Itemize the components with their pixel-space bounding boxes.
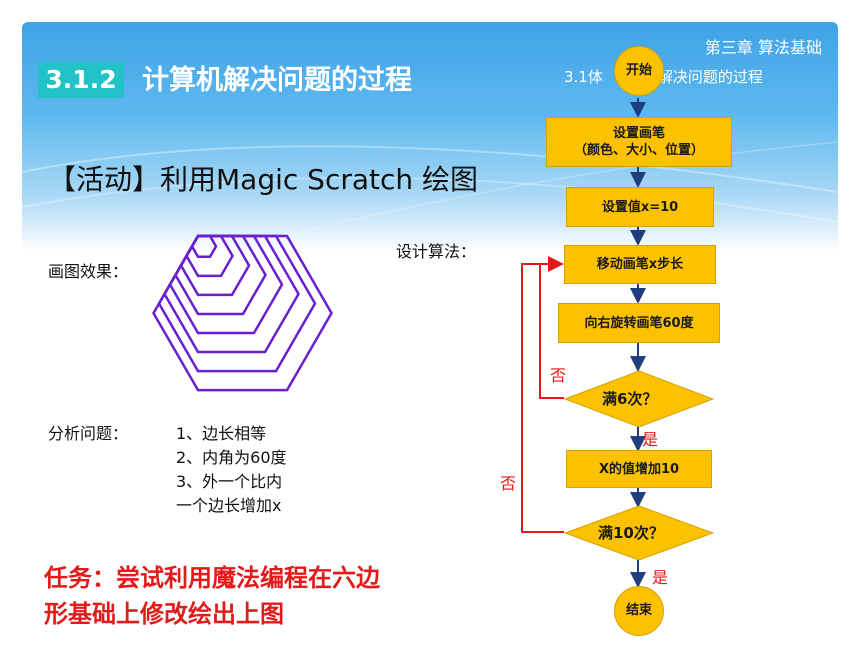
- section-number-badge: 3.1.2: [38, 62, 124, 98]
- flow-cond-outer-diamond: [564, 505, 714, 561]
- flow-start-node: 开始: [614, 46, 664, 96]
- flow-inc-x-box: X的值增加10: [566, 450, 712, 488]
- flow-set-pen-detail: （颜色、大小、位置）: [573, 143, 704, 158]
- design-label: 设计算法：: [396, 242, 477, 261]
- loop-inner-no: [539, 256, 564, 399]
- chapter-title: 第三章 算法基础: [704, 38, 822, 57]
- flow-end-node: 结束: [614, 586, 664, 636]
- section-title: 计算机解决问题的过程: [142, 65, 412, 96]
- label-no-outer: 否: [500, 474, 517, 493]
- label-yes-outer: 是: [652, 568, 669, 587]
- loop-outer-no: [521, 263, 564, 533]
- subsection-title: 3.1体 机解决问题的过程: [564, 66, 763, 87]
- task-line-2: 形基础上修改绘出上图: [44, 600, 284, 628]
- hexagon-8: [152, 234, 333, 392]
- flow-move-box: 移动画笔x步长: [564, 245, 716, 284]
- label-no-inner: 否: [550, 366, 567, 385]
- activity-title: 【活动】利用Magic Scratch 绘图: [48, 163, 479, 196]
- analysis-label: 分析问题：: [48, 424, 129, 443]
- analysis-point-1: 1、边长相等: [176, 424, 267, 443]
- task-text: 任务：尝试利用魔法编程在六边 形基础上修改绘出上图: [44, 560, 380, 632]
- flow-set-pen-label: 设置画笔: [612, 126, 665, 141]
- flow-cond-outer-label: 满10次？: [598, 524, 664, 542]
- flow-set-x-box: 设置值x=10: [566, 187, 714, 227]
- subsection-tail: 机解决问题的过程: [642, 68, 763, 86]
- task-line-1: 任务：尝试利用魔法编程在六边: [44, 564, 380, 592]
- analysis-point-4: 一个边长增加x: [176, 496, 282, 515]
- label-yes-inner: 是: [642, 430, 659, 449]
- nested-hexagons-drawing: [152, 234, 333, 392]
- drawing-label: 画图效果：: [48, 262, 129, 281]
- analysis-point-3: 3、外一个比内: [176, 472, 283, 491]
- flow-rotate-box: 向右旋转画笔60度: [558, 303, 720, 343]
- flow-set-pen-box: 设置画笔 （颜色、大小、位置）: [546, 117, 732, 167]
- analysis-point-2: 2、内角为60度: [176, 448, 287, 467]
- subsection-head: 3.1体: [564, 68, 603, 86]
- flow-cond-inner-diamond: [564, 370, 714, 428]
- flow-cond-inner-label: 满6次？: [602, 390, 658, 408]
